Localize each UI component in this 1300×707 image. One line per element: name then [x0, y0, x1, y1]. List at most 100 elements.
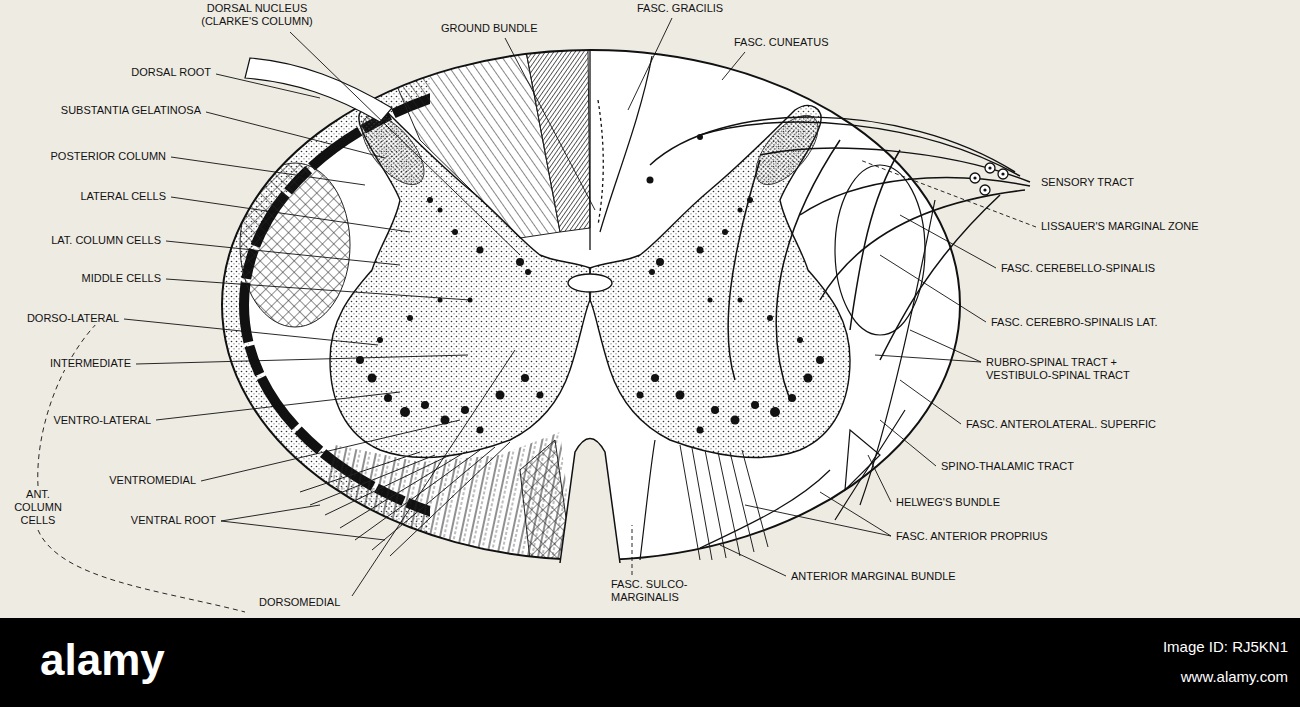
leader-lines: [221, 521, 385, 540]
sensory-fibres: [800, 178, 1030, 215]
structure-label: LAT. COLUMN CELLS: [50, 234, 162, 247]
ventral-root-fibres: [355, 450, 480, 540]
structure-label: LATERAL CELLS: [79, 190, 167, 203]
ventral-root-fibres: [300, 452, 420, 492]
structure-label: ANTERIOR MARGINAL BUNDLE: [790, 570, 957, 583]
leader-lines: [156, 392, 400, 420]
central-canal: [568, 274, 612, 292]
structure-label: MIDDLE CELLS: [81, 272, 162, 285]
leader-lines: [910, 330, 981, 362]
structure-label: SENSORY TRACT: [1040, 176, 1135, 189]
gray-matter: [477, 427, 484, 434]
ventral-root-fibres: [372, 447, 495, 550]
structure-label: SUBSTANTIA GELATINOSA: [60, 104, 202, 117]
ventral-root-fibres: [390, 442, 510, 556]
gray-matter: [427, 197, 433, 203]
tract-outlines: [640, 440, 655, 560]
leader-lines: [875, 355, 981, 362]
leader-lines: [221, 505, 320, 521]
leader-lines: [166, 241, 400, 265]
ganglion-nuclei: [988, 166, 991, 169]
structure-label: FASC. ANTERIOR PROPRIUS: [895, 530, 1049, 543]
structure-label: FASC. SULCO-MARGINALIS: [610, 578, 706, 604]
sensory-fibres: [728, 160, 760, 380]
gray-matter: [368, 374, 377, 383]
leader-lines: [38, 320, 100, 486]
leader-lines: [900, 215, 996, 268]
watermark-bar: [0, 618, 1300, 707]
anterior-fissure: [560, 439, 620, 564]
structure-label: GROUND BUNDLE: [440, 22, 539, 35]
structure-label: VENTRO-LATERAL: [52, 414, 152, 427]
sensory-fibres: [850, 150, 900, 330]
structure-label: ANT. COLUMN CELLS: [8, 488, 68, 527]
leader-lines: [38, 18, 1036, 612]
ganglion-nuclei: [983, 188, 986, 191]
gray-matter: [356, 197, 544, 434]
sensory-fibres: [650, 117, 1030, 400]
structure-label: FASC. CEREBELLO-SPINALIS: [1000, 262, 1156, 275]
leader-lines: [745, 505, 891, 536]
gray-matter: [421, 401, 429, 409]
gray-matter: [351, 105, 436, 195]
ventral-root-fibres: [742, 450, 768, 547]
structure-label: DORSAL ROOT: [130, 66, 212, 79]
structure-label: FASC. GRACILIS: [636, 2, 724, 15]
ventral-root-fibres: [300, 442, 768, 560]
sensory-fibres: [650, 117, 1015, 172]
gray-matter: [407, 315, 413, 321]
leader-lines: [628, 18, 672, 110]
leader-lines: [720, 545, 786, 576]
ganglion-cells: [970, 173, 980, 183]
leader-lines: [722, 52, 745, 80]
leader-lines: [201, 420, 460, 481]
leader-lines: [868, 455, 891, 502]
structure-label: SPINO-THALAMIC TRACT: [940, 460, 1075, 473]
watermark-logo: alamy: [40, 634, 165, 685]
structure-label: DORSO-LATERAL: [26, 312, 120, 325]
white-matter-shading: [222, 50, 430, 560]
leader-lines: [290, 32, 520, 255]
structure-label: VENTROMEDIAL: [108, 474, 197, 487]
leader-lines: [216, 74, 320, 98]
leader-lines: [632, 525, 633, 575]
leader-lines: [880, 255, 986, 322]
leader-lines: [38, 530, 245, 612]
watermark-id: Image ID: RJ5KN1: [1163, 638, 1288, 655]
ground: [0, 0, 1300, 618]
gray-matter: [537, 392, 544, 399]
ventral-root-fibres: [718, 452, 740, 556]
ventral-root-fibres: [680, 445, 700, 560]
gray-matter: [330, 106, 590, 458]
sensory-fibres: [820, 190, 1025, 300]
gray-matter: [452, 229, 458, 235]
ganglion-nuclei: [697, 134, 703, 140]
dorsal-column-outlines: [598, 100, 603, 225]
leader-lines: [900, 380, 961, 424]
ganglion-nuclei: [973, 176, 976, 179]
leader-lines: [860, 160, 1036, 227]
leader-lines: [820, 492, 891, 536]
structure-label: HELWEG'S BUNDLE: [895, 496, 1001, 509]
white-matter-shading: [222, 50, 430, 560]
leader-lines: [505, 38, 595, 210]
gray-matter: [384, 394, 392, 402]
ganglion-cells: [980, 185, 990, 195]
ganglion-cells: [998, 169, 1008, 179]
ganglion-nuclei: [1001, 172, 1004, 175]
sensory-fibres: [880, 195, 1000, 360]
gray-matter: [516, 258, 524, 266]
leader-lines: [124, 319, 378, 345]
gray-matter: [477, 247, 484, 254]
structure-label: FASC. CEREBRO-SPINALIS LAT.: [990, 316, 1159, 329]
leader-lines: [880, 420, 936, 466]
structure-label: VENTRAL ROOT: [130, 514, 217, 527]
gray-matter: [496, 391, 505, 400]
structure-label: LISSAUER'S MARGINAL ZONE: [1040, 220, 1200, 233]
gray-matter: [438, 208, 443, 213]
white-matter-shading: [240, 163, 350, 327]
watermark-url: www.alamy.com: [1181, 668, 1288, 685]
tract-outlines: [640, 165, 935, 560]
tract-outlines: [860, 200, 935, 505]
